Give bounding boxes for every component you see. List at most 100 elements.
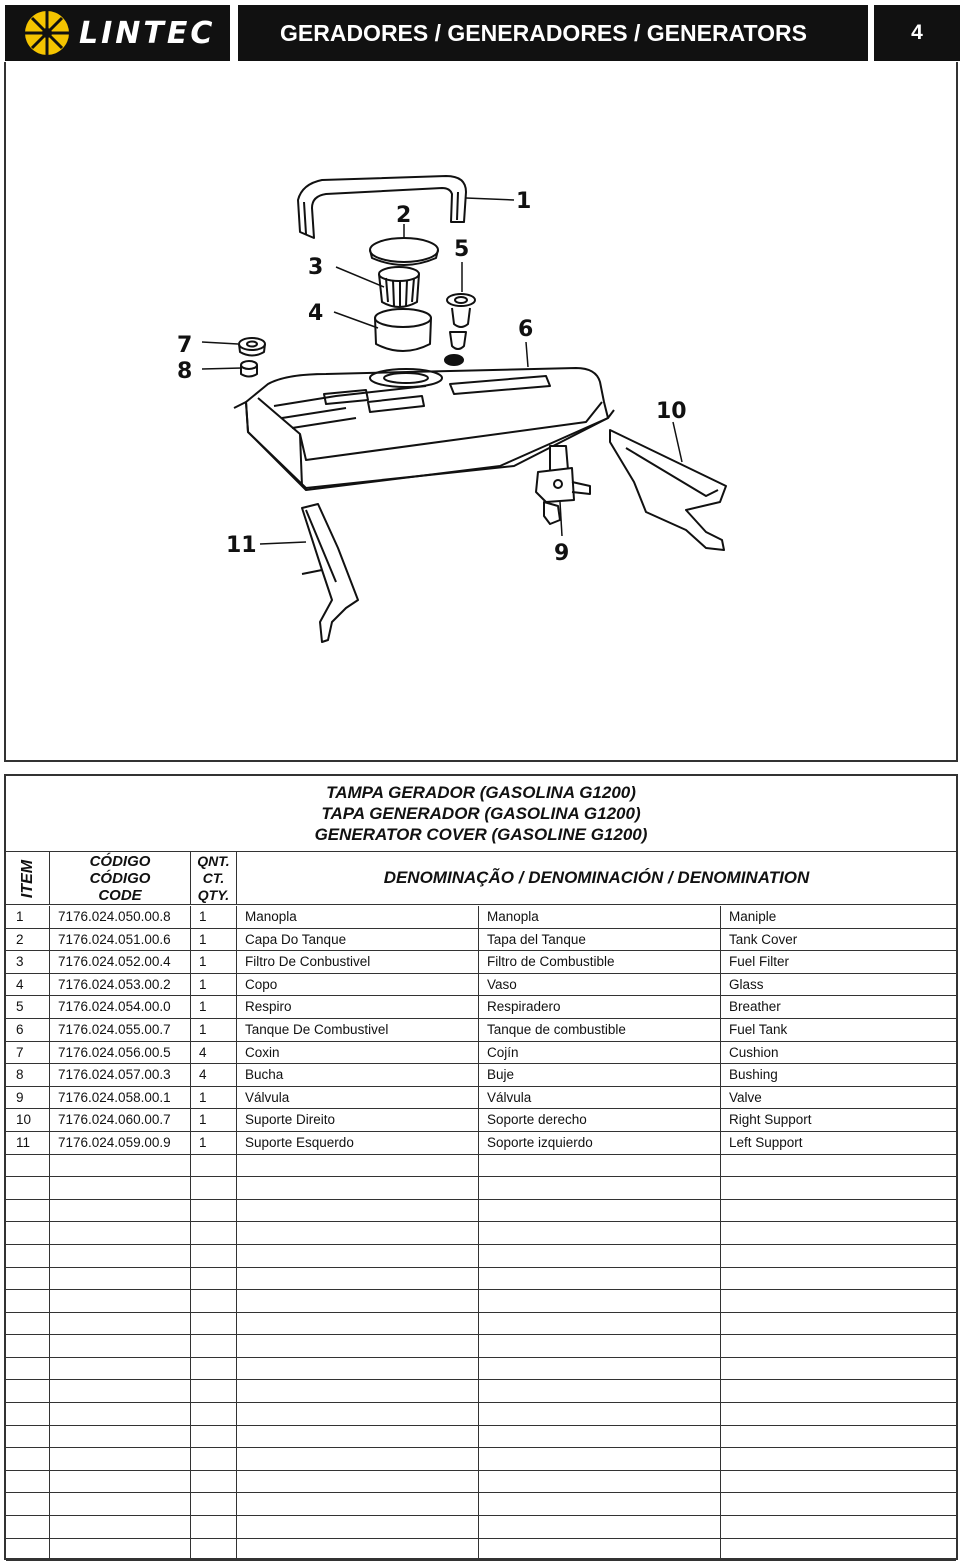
cell-qty xyxy=(191,1312,237,1335)
cell-item xyxy=(6,1177,50,1199)
cell-denomination-es: Soporte derecho xyxy=(479,1109,721,1131)
callout-1: 1 xyxy=(516,189,531,214)
table-title-en: GENERATOR COVER (GASOLINE G1200) xyxy=(314,825,648,844)
cell-qty xyxy=(191,1538,237,1561)
cell-item xyxy=(6,1267,50,1290)
cell-denomination-pt: Manopla xyxy=(237,906,479,928)
cell-denomination-pt xyxy=(237,1335,479,1357)
cell-item xyxy=(6,1470,50,1493)
header-denomination: DENOMINAÇÃO / DENOMINACIÓN / DENOMINATIO… xyxy=(383,868,810,887)
cell-qty: 1 xyxy=(191,1109,237,1131)
cell-code xyxy=(50,1516,191,1538)
cell-code xyxy=(50,1380,191,1403)
cell-code: 7176.024.056.00.5 xyxy=(50,1041,191,1064)
cell-denomination-es xyxy=(479,1357,721,1380)
cell-code xyxy=(50,1177,191,1199)
empty-table-row xyxy=(6,1448,956,1471)
cell-denomination-en xyxy=(721,1290,956,1312)
cell-code xyxy=(50,1199,191,1222)
right-support-part xyxy=(609,429,727,551)
empty-table-row xyxy=(6,1470,956,1494)
cell-item xyxy=(6,1403,50,1425)
cell-item: 5 xyxy=(6,996,50,1018)
cell-denomination-en xyxy=(721,1200,956,1222)
empty-table-row xyxy=(6,1357,956,1381)
callout-3: 3 xyxy=(308,255,323,280)
table-title-es: TAPA GENERADOR (GASOLINA G1200) xyxy=(321,804,641,823)
cell-qty: 1 xyxy=(191,1131,237,1154)
cell-denomination-pt: Tanque De Combustivel xyxy=(237,1018,479,1041)
cell-denomination-en: Maniple xyxy=(729,909,777,924)
cell-denomination-pt xyxy=(237,1290,479,1312)
cell-qty xyxy=(191,1222,237,1244)
empty-table-row xyxy=(6,1380,956,1404)
cell-denomination-es xyxy=(479,1222,721,1244)
cell-denomination-pt: Filtro De Conbustivel xyxy=(237,951,479,973)
cell-qty: 1 xyxy=(191,1086,237,1109)
cell-denomination-es: Válvula xyxy=(479,1086,721,1109)
cell-denomination-en xyxy=(721,1245,956,1267)
cell-denomination-pt xyxy=(237,1222,479,1244)
empty-table-row xyxy=(6,1154,956,1178)
header-qty: QNT. CT. QTY. xyxy=(191,852,237,904)
cell-code xyxy=(50,1312,191,1335)
header-item: ITEM xyxy=(6,852,50,904)
page-header: LINTEC GERADORES / GENERADORES / GENERAT… xyxy=(0,5,960,61)
cell-item xyxy=(6,1199,50,1222)
cell-code: 7176.024.052.00.4 xyxy=(50,951,191,973)
cell-denomination-pt xyxy=(237,1493,479,1516)
cell-qty: 1 xyxy=(191,951,237,973)
cell-denomination-es xyxy=(479,1154,721,1177)
empty-table-row xyxy=(6,1290,956,1313)
empty-table-row xyxy=(6,1516,956,1539)
cell-code: 7176.024.060.00.7 xyxy=(50,1109,191,1131)
fuel-filter-part xyxy=(378,266,420,308)
empty-table-row xyxy=(6,1199,956,1223)
parts-table: TAMPA GERADOR (GASOLINA G1200) TAPA GENE… xyxy=(4,774,958,1562)
cell-item xyxy=(6,1516,50,1538)
cell-denomination-pt xyxy=(237,1403,479,1425)
cell-denomination-en xyxy=(721,1358,956,1380)
cushion-part xyxy=(238,337,266,357)
cell-denomination-pt xyxy=(237,1380,479,1403)
cell-denomination-pt: Válvula xyxy=(237,1086,479,1109)
cell-denomination-es xyxy=(479,1290,721,1312)
cell-denomination-pt xyxy=(237,1154,479,1177)
cell-qty xyxy=(191,1448,237,1470)
table-title-pt: TAMPA GERADOR (GASOLINA G1200) xyxy=(326,783,636,802)
empty-table-row xyxy=(6,1267,956,1291)
cell-denomination-en: Cushion xyxy=(729,1044,779,1060)
cell-denomination-es: Tanque de combustible xyxy=(479,1018,721,1041)
cell-denomination-es: Cojín xyxy=(479,1041,721,1064)
empty-table-row xyxy=(6,1244,956,1268)
cell-code: 7176.024.058.00.1 xyxy=(50,1086,191,1109)
cell-denomination-es: Filtro de Combustible xyxy=(479,951,721,973)
cell-denomination-en: Right Support xyxy=(729,1112,812,1128)
cell-denomination-en xyxy=(721,1403,956,1425)
cell-qty: 1 xyxy=(191,1018,237,1041)
cell-code: 7176.024.051.00.6 xyxy=(50,928,191,951)
page-number: 4 xyxy=(874,5,960,61)
cell-denomination-en xyxy=(721,1155,956,1177)
cell-denomination-es xyxy=(479,1403,721,1425)
page-title: GERADORES / GENERADORES / GENERATORS xyxy=(238,5,868,61)
empty-table-row xyxy=(6,1493,956,1517)
cell-code xyxy=(50,1538,191,1561)
sun-logo-icon xyxy=(25,11,69,55)
cell-qty xyxy=(191,1425,237,1448)
logo-wordmark: LINTEC xyxy=(79,16,216,51)
cell-denomination-en xyxy=(721,1335,956,1357)
cell-denomination-en xyxy=(721,1471,956,1493)
cell-qty xyxy=(191,1470,237,1493)
empty-table-row xyxy=(6,1335,956,1358)
cell-code xyxy=(50,1403,191,1425)
cell-code xyxy=(50,1222,191,1244)
cell-denomination-en xyxy=(721,1448,956,1470)
cell-item: 6 xyxy=(6,1018,50,1041)
cell-denomination-pt: Respiro xyxy=(237,996,479,1018)
cell-code xyxy=(50,1335,191,1357)
cell-denomination-pt xyxy=(237,1357,479,1380)
